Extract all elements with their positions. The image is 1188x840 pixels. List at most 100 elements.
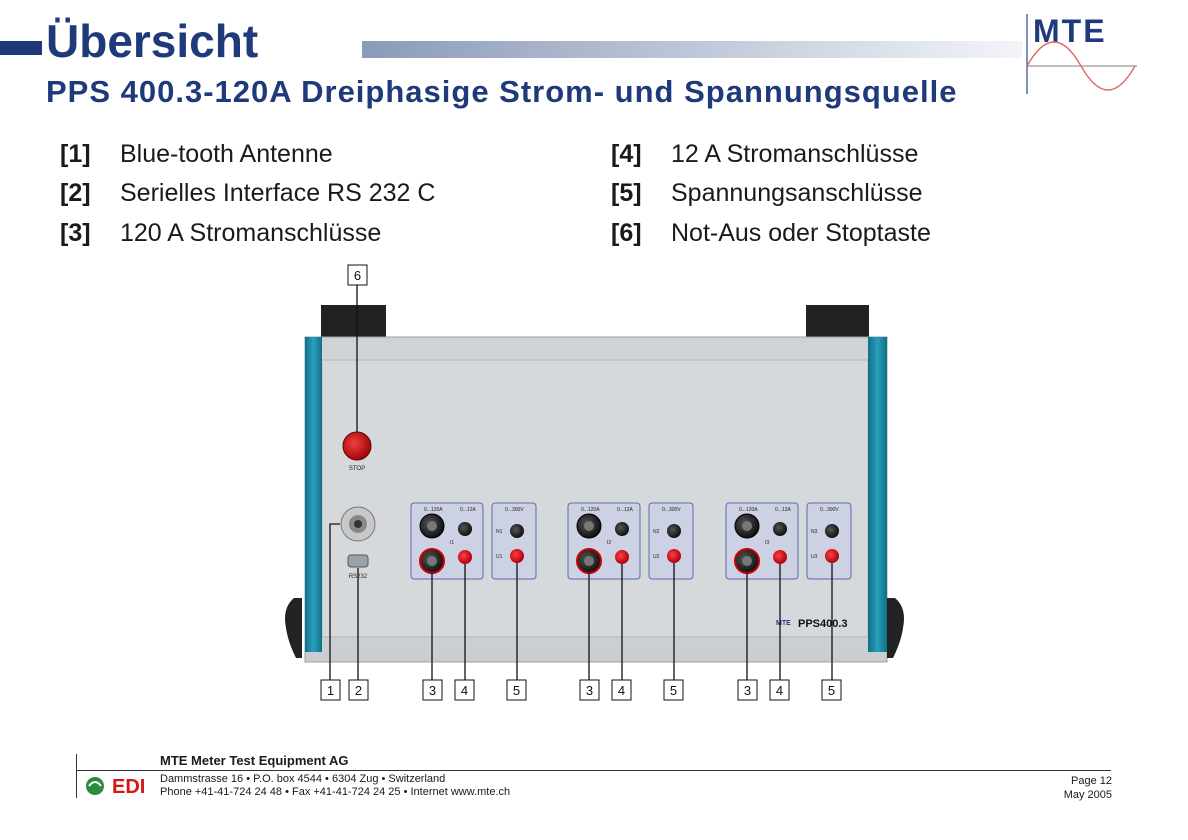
footer-address: Dammstrasse 16 • P.O. box 4544 • 6304 Zu… <box>160 773 446 785</box>
jack-12a-red[interactable] <box>458 550 472 564</box>
callout-number: 3 <box>586 683 593 698</box>
neutral-label: N1 <box>496 529 503 535</box>
phase-group-1: 0...120A 0...12A I1 0...300V N1 U1 <box>410 502 537 580</box>
callout-lines <box>329 285 833 680</box>
edi-emblem-icon <box>86 777 104 795</box>
callout-number: 5 <box>513 683 520 698</box>
jack-12a-red[interactable] <box>615 550 629 564</box>
legend-text: 12 A Stromanschlüsse <box>671 140 919 168</box>
device-brand-logo: MTE <box>776 620 791 627</box>
page-subtitle: PPS 400.3-120A Dreiphasige Strom- und Sp… <box>46 74 958 109</box>
title-accent-bar <box>0 41 42 55</box>
top-handle-left <box>321 305 386 338</box>
callout-number: 4 <box>776 683 783 698</box>
page-title: Übersicht <box>46 15 259 67</box>
callout-bottom-7: 4 <box>611 679 632 701</box>
callout-bottom-3: 3 <box>422 679 443 701</box>
legend-item-1: [1] Blue-tooth Antenne <box>60 142 333 167</box>
jack-voltage[interactable] <box>667 549 681 563</box>
header: Übersicht PPS 400.3-120A Dreiphasige Str… <box>0 0 1188 120</box>
callout-bottom-5: 5 <box>506 679 527 701</box>
legend-text: Blue-tooth Antenne <box>120 140 333 168</box>
footer-company: MTE Meter Test Equipment AG <box>160 753 349 768</box>
jack-12a-red[interactable] <box>773 550 787 564</box>
legend-item-3: [3]120 A Stromanschlüsse <box>60 221 381 246</box>
callout-bottom-8: 5 <box>663 679 684 701</box>
callout-bottom-9: 3 <box>737 679 758 701</box>
side-latch-left <box>285 598 302 658</box>
jack-12a-black[interactable] <box>458 522 472 536</box>
phase-current-label: I1 <box>450 540 454 546</box>
range-label-300v: 0...300V <box>505 507 524 513</box>
legend-text: Spannungsanschlüsse <box>671 179 923 207</box>
footer-date: May 2005 <box>1063 789 1112 801</box>
footer-phone: Phone +41-41-724 24 48 • Fax +41-41-724 … <box>160 786 511 798</box>
legend-number: [4] <box>611 140 642 168</box>
jack-neutral[interactable] <box>510 524 524 538</box>
voltage-block <box>648 502 694 580</box>
legend-item-4: [4] 12 A Stromanschlüsse <box>611 142 918 167</box>
legend-item-6: [6]Not-Aus oder Stoptaste <box>611 221 931 246</box>
page-number: Page 12 <box>1071 775 1112 787</box>
front-panel <box>321 359 869 638</box>
range-label-300v: 0...300V <box>662 507 681 513</box>
side-rail-left <box>305 337 322 652</box>
callout-number: 4 <box>461 683 468 698</box>
legend-number: [1] <box>60 140 91 168</box>
range-label-120a: 0...120A <box>581 507 600 513</box>
range-label-120a: 0...120A <box>739 507 758 513</box>
callout-bottom-2: 2 <box>348 679 369 701</box>
legend-item-2: [2] Serielles Interface RS 232 C <box>60 181 435 206</box>
legend-text: Serielles Interface RS 232 C <box>120 179 436 207</box>
callout-top: 6 <box>347 264 368 286</box>
voltage-label: U1 <box>496 554 503 560</box>
footer-divider-horizontal <box>76 770 1111 771</box>
callout-bottom-4: 4 <box>454 679 475 701</box>
device-model-label: PPS400.3 <box>798 618 848 630</box>
voltage-block <box>491 502 537 580</box>
legend-number: [2] <box>60 179 91 207</box>
voltage-label: U3 <box>811 554 818 560</box>
edi-logo-text: EDI <box>112 776 145 797</box>
device-diagram: STOP RS232 0...120A 0...12A I1 0...300V … <box>285 264 904 701</box>
jack-neutral[interactable] <box>825 524 839 538</box>
jack-neutral[interactable] <box>667 524 681 538</box>
range-label-12a: 0...12A <box>617 507 634 513</box>
footer-divider-vertical <box>76 754 77 798</box>
mte-logo: MTE <box>1025 13 1140 94</box>
title-gradient-bar <box>362 41 1022 58</box>
callout-bottom-1: 1 <box>320 679 341 701</box>
legend-text: Not-Aus oder Stoptaste <box>671 219 931 247</box>
jack-voltage[interactable] <box>510 549 524 563</box>
voltage-label: U2 <box>653 554 660 560</box>
edi-logo: EDI <box>84 775 154 798</box>
neutral-label: N2 <box>653 529 660 535</box>
phase-group-3: 0...120A 0...12A I3 0...300V N3 U3 <box>725 502 852 580</box>
callout-number: 5 <box>828 683 835 698</box>
neutral-label: N3 <box>811 529 818 535</box>
callout-number: 2 <box>355 683 362 698</box>
legend-number: [3] <box>60 219 91 247</box>
jack-12a-black[interactable] <box>615 522 629 536</box>
callout-bottom-11: 5 <box>821 679 842 701</box>
phase-current-label: I3 <box>765 540 769 546</box>
callout-number: 4 <box>618 683 625 698</box>
phase-current-label: I2 <box>607 540 611 546</box>
callout-bottom-10: 4 <box>769 679 790 701</box>
jack-voltage[interactable] <box>825 549 839 563</box>
range-label-12a: 0...12A <box>775 507 792 513</box>
jack-12a-black[interactable] <box>773 522 787 536</box>
stop-button[interactable] <box>342 431 372 461</box>
rs232-port[interactable] <box>347 554 369 568</box>
voltage-block <box>806 502 852 580</box>
callout-number: 1 <box>327 683 334 698</box>
range-label-12a: 0...12A <box>460 507 477 513</box>
callout-number: 5 <box>670 683 677 698</box>
side-latch-right <box>887 598 904 658</box>
top-handle-right <box>806 305 869 338</box>
legend-item-5: [5]Spannungsanschlüsse <box>611 181 923 206</box>
side-rail-right <box>868 337 887 652</box>
callout-number: 6 <box>354 268 361 283</box>
stop-label: STOP <box>349 466 365 472</box>
callout-bottom-6: 3 <box>579 679 600 701</box>
